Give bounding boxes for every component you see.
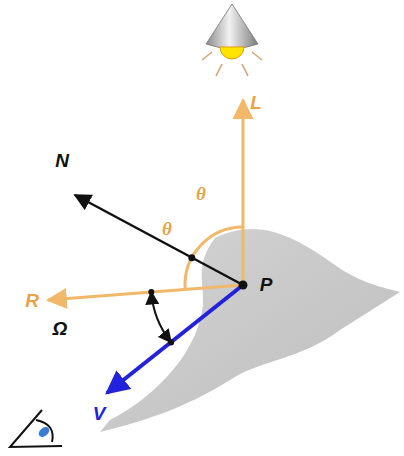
point-label: P bbox=[260, 275, 273, 294]
normal-label: N bbox=[55, 151, 69, 170]
lamp bbox=[202, 4, 262, 76]
light-label: L bbox=[250, 93, 262, 112]
normal-vector bbox=[75, 195, 243, 285]
eye bbox=[10, 410, 62, 447]
angle-label: θ bbox=[162, 219, 172, 238]
light-vector bbox=[242, 100, 245, 285]
angle-label: Ω bbox=[53, 319, 68, 338]
angle-label: θ bbox=[196, 184, 206, 203]
view-label: V bbox=[93, 404, 106, 423]
theta-arc bbox=[185, 227, 243, 289]
arc-dot bbox=[168, 339, 174, 345]
surface bbox=[100, 229, 400, 432]
arc-dot bbox=[148, 289, 154, 295]
arc-dot bbox=[188, 254, 195, 261]
omega-arc bbox=[151, 292, 171, 343]
reflect-vector bbox=[48, 285, 243, 300]
reflect-label: R bbox=[25, 291, 39, 310]
surface-point bbox=[239, 281, 248, 290]
view-vector bbox=[107, 285, 243, 393]
